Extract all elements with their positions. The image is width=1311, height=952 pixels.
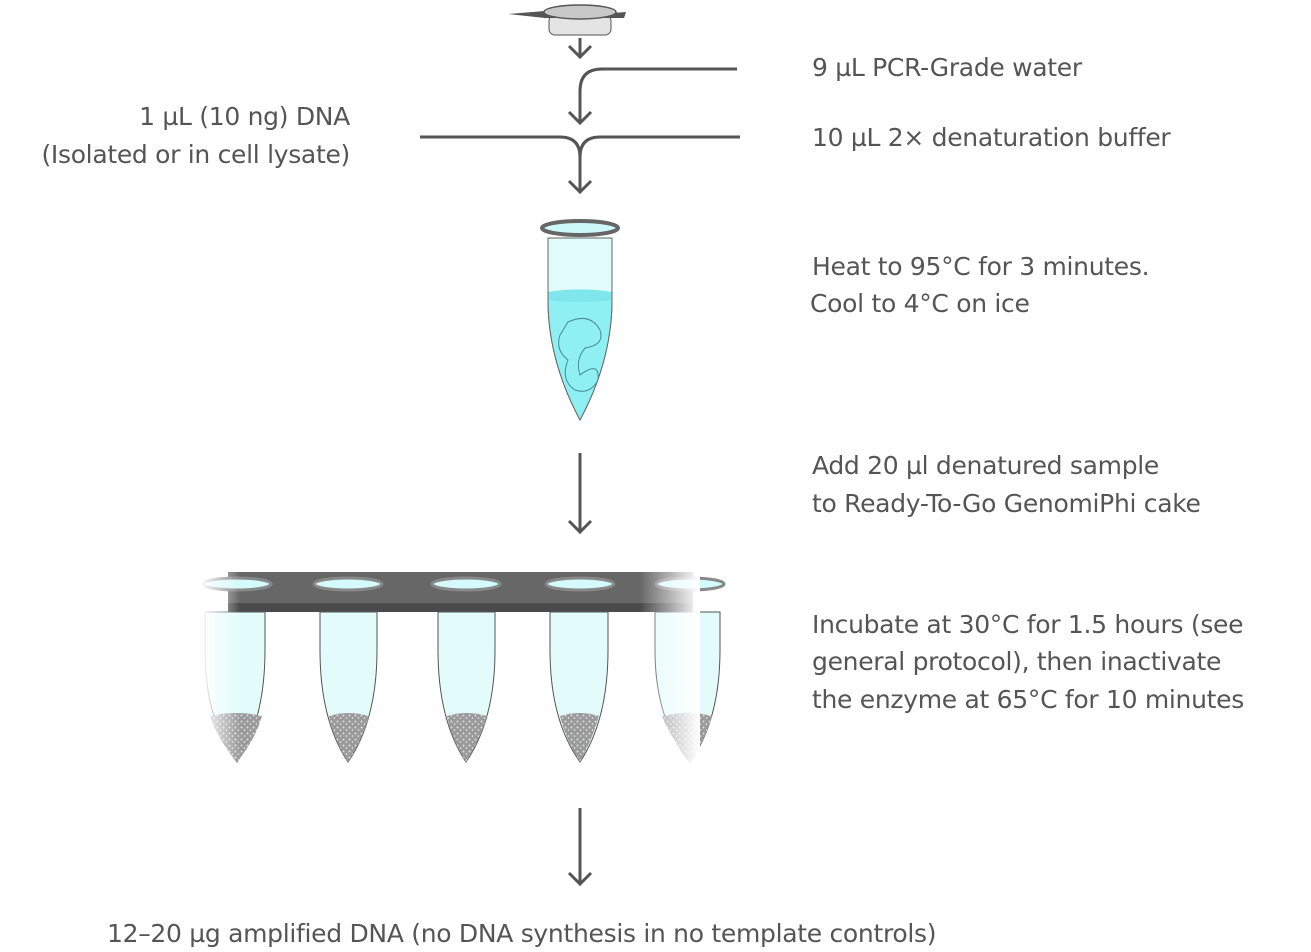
add-step-label-2: to Ready-To-Go GenomiPhi cake [812, 489, 1201, 518]
result-label: 12–20 µg amplified DNA (no DNA synthesis… [107, 919, 937, 948]
heated-tube-icon [540, 219, 620, 422]
flow-lines [420, 38, 740, 887]
heat-step-label: Heat to 95°C for 3 minutes. [812, 252, 1150, 281]
cool-step-label: Cool to 4°C on ice [810, 289, 1030, 318]
cake-vial-icon [508, 4, 626, 36]
dna-source-label: (Isolated or in cell lysate) [41, 140, 350, 169]
tube-strip-icon [200, 565, 726, 770]
buffer-label: 10 µL 2× denaturation buffer [812, 123, 1171, 152]
water-label: 9 µL PCR-Grade water [812, 53, 1082, 82]
add-step-label-1: Add 20 µl denatured sample [812, 451, 1159, 480]
incubate-label-1: Incubate at 30°C for 1.5 hours (see [812, 610, 1244, 639]
dna-label: 1 µL (10 ng) DNA [139, 102, 350, 131]
incubate-label-3: the enzyme at 65°C for 10 minutes [812, 685, 1244, 714]
incubate-label-2: general protocol), then inactivate [812, 647, 1222, 676]
